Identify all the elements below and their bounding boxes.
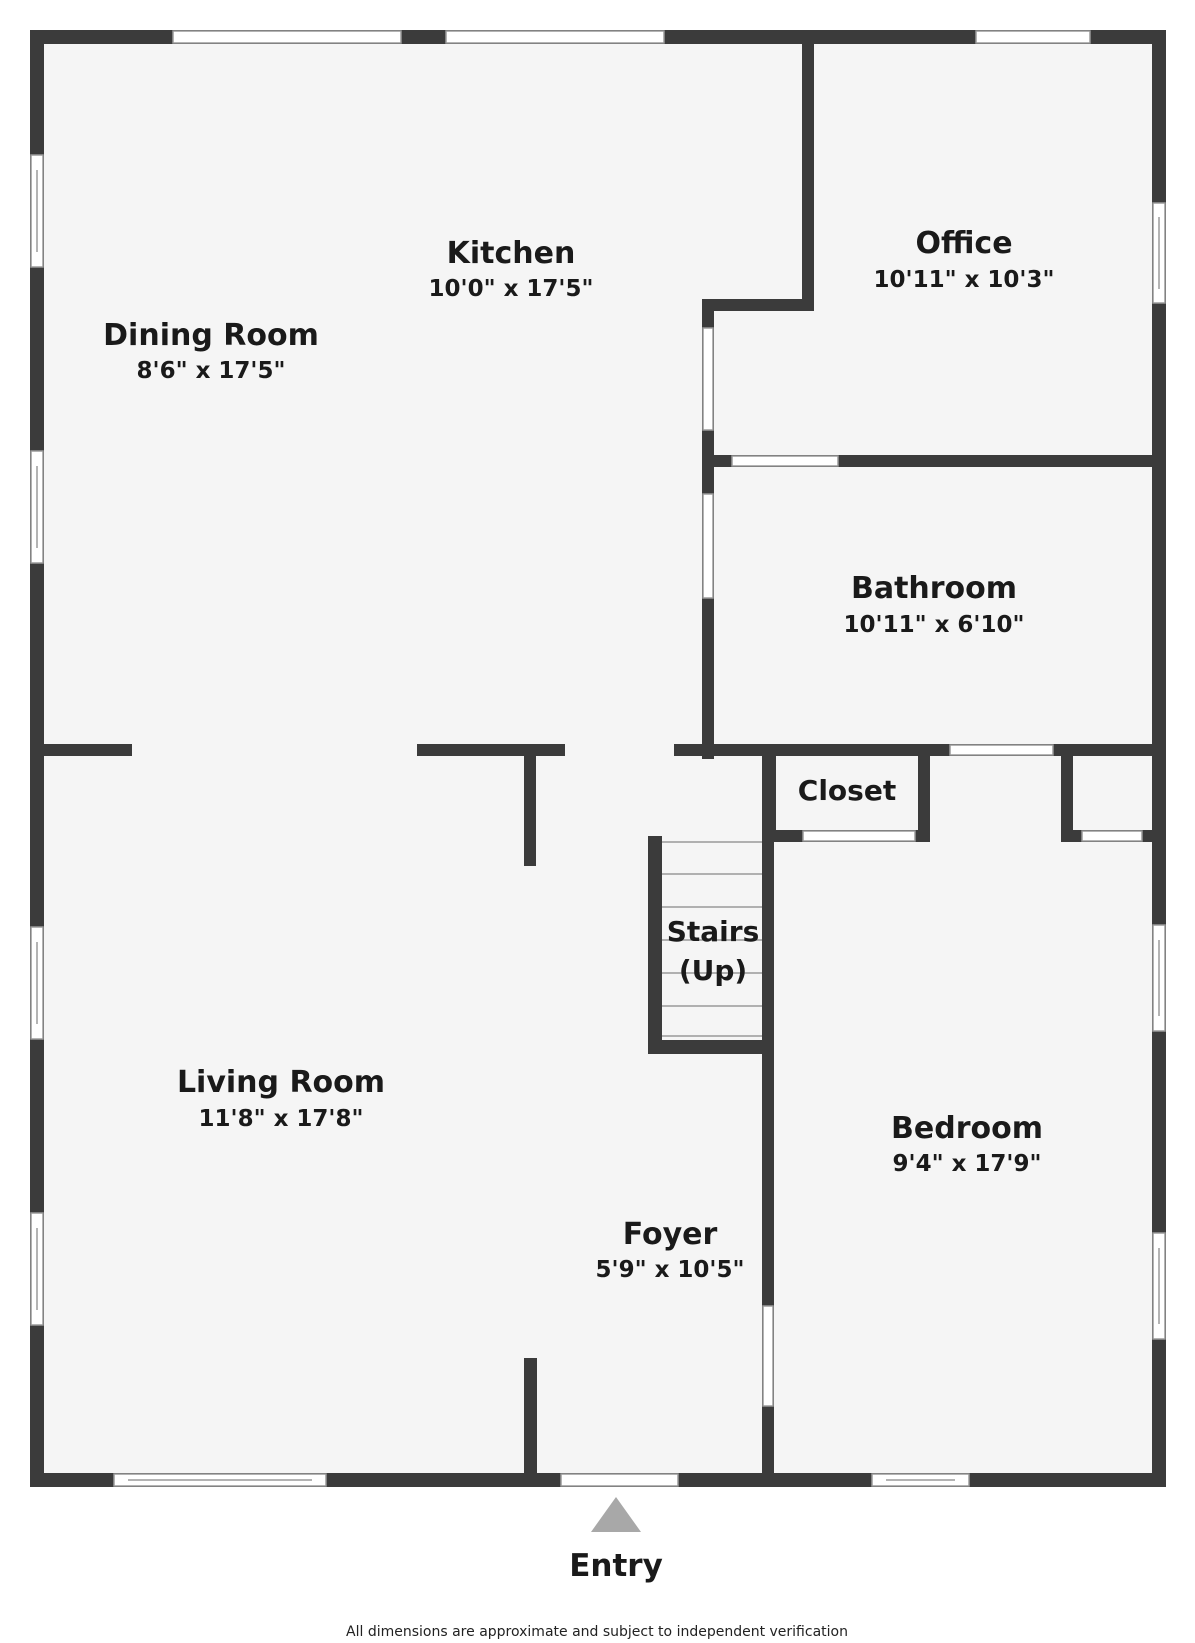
wall-dining-living-right <box>417 744 565 756</box>
foyer-name: Foyer <box>623 1217 718 1252</box>
wall-foyer-living <box>524 1358 537 1478</box>
closet-name: Closet <box>798 774 896 807</box>
opening-bedroom-bathroom <box>949 744 1054 756</box>
window-kitchen-top-2 <box>445 30 665 44</box>
stairs-name-line1: Stairs <box>667 915 760 948</box>
door-entry <box>560 1473 679 1487</box>
entry-label: Entry <box>569 1548 663 1584</box>
wall-stub-vertical <box>524 744 536 866</box>
living-room-dimensions: 11'8" x 17'8" <box>199 1106 364 1132</box>
floor-area <box>37 37 1166 1483</box>
foyer-dimensions: 5'9" x 10'5" <box>596 1257 745 1283</box>
opening-closet-door <box>802 830 916 842</box>
bathroom-dimensions: 10'11" x 6'10" <box>844 612 1025 638</box>
kitchen-name: Kitchen <box>447 236 576 271</box>
bathroom-name: Bathroom <box>851 571 1017 606</box>
opening-bedroom-door <box>762 1305 774 1407</box>
exterior-wall-left <box>30 30 44 1487</box>
dining-room-dimensions: 8'6" x 17'5" <box>137 358 286 384</box>
entry-arrow-icon <box>591 1497 641 1532</box>
bedroom-name: Bedroom <box>891 1111 1043 1146</box>
wall-office-west-upper <box>802 37 814 311</box>
window-kitchen-top-1 <box>172 30 402 44</box>
opening-cabinet-door <box>1081 830 1143 842</box>
wall-office-jog <box>702 299 814 311</box>
stairs-name-line2: (Up) <box>679 954 747 987</box>
windows <box>30 30 1166 1487</box>
living-room-name: Living Room <box>177 1065 385 1100</box>
wall-dining-living-left <box>37 744 132 756</box>
stairs-treads <box>662 841 762 1037</box>
wall-stairs-south <box>648 1040 766 1054</box>
window-office-top <box>975 30 1091 44</box>
wall-bathroom-south <box>674 744 1159 756</box>
dining-room-name: Dining Room <box>103 318 319 353</box>
wall-stairs-west <box>648 836 662 1054</box>
disclaimer-text: All dimensions are approximate and subje… <box>346 1624 848 1640</box>
wall-cabinet-west <box>1061 744 1073 842</box>
opening-kitchen-office <box>702 327 714 431</box>
office-name: Office <box>915 226 1012 261</box>
opening-office-door <box>731 455 839 467</box>
bedroom-dimensions: 9'4" x 17'9" <box>893 1151 1042 1177</box>
opening-bathroom-door <box>702 493 714 599</box>
wall-closet-east <box>918 744 930 842</box>
kitchen-dimensions: 10'0" x 17'5" <box>429 276 594 302</box>
office-dimensions: 10'11" x 10'3" <box>874 267 1055 293</box>
wall-bedroom-west <box>762 744 774 1484</box>
exterior-wall-right <box>1152 30 1166 1487</box>
